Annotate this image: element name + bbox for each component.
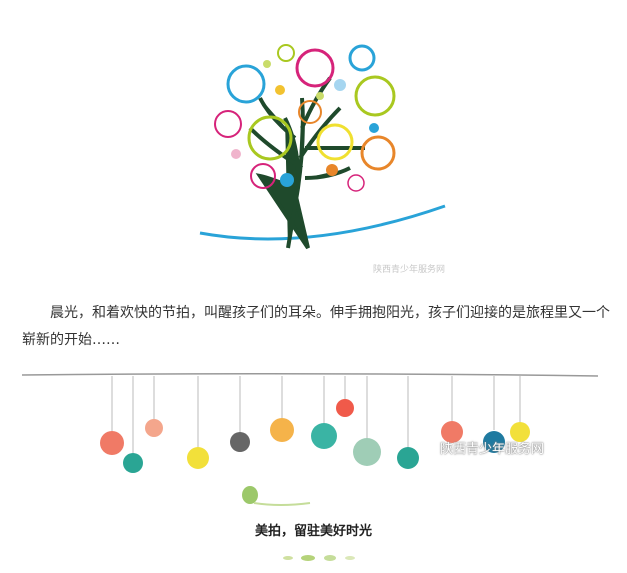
leaf-decoration xyxy=(242,486,311,506)
dots-decoration xyxy=(283,555,355,561)
image-caption: 美拍，留驻美好时光 xyxy=(254,524,372,539)
tree-illustration xyxy=(199,44,446,250)
watermark: 陕西青少年服务网 xyxy=(373,265,446,275)
article-paragraph: 晨光，和着欢快的节拍，叫醒孩子们的耳朵。伸手拥抱阳光，孩子们迎接的是旅程里又一个… xyxy=(22,305,610,348)
hanging-ornaments-illustration xyxy=(21,372,599,473)
watermark: 陕西青少年服务网 xyxy=(440,442,545,457)
